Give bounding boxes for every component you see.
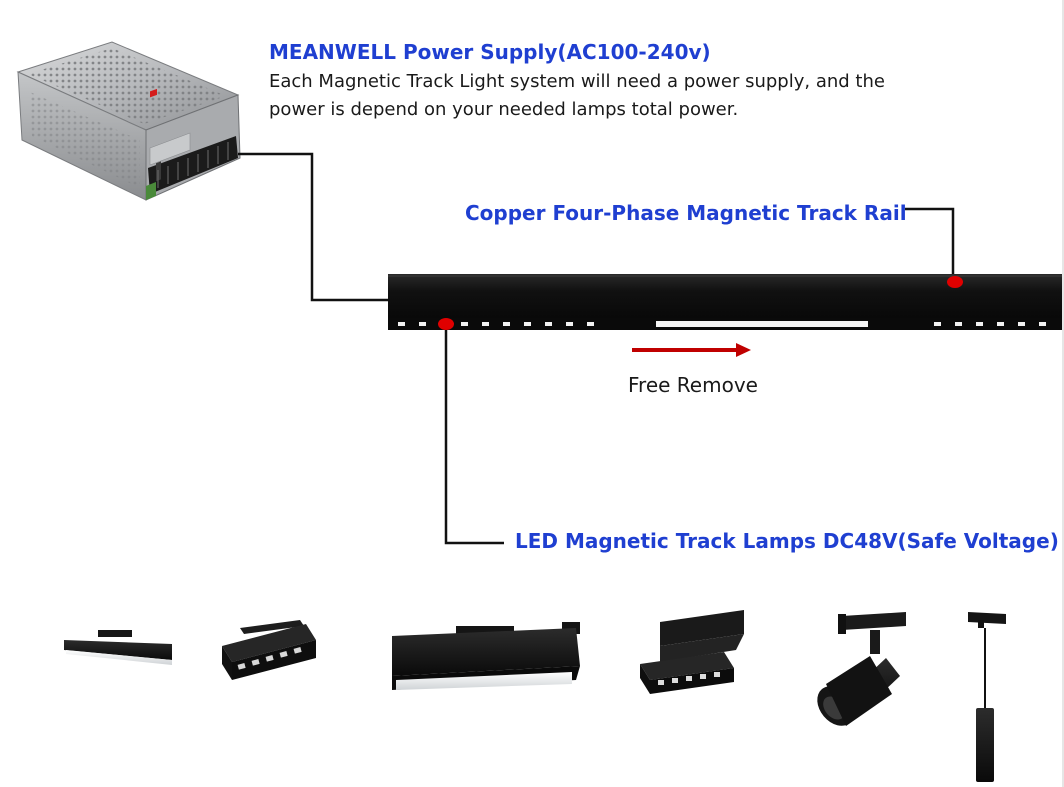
lamp-marker-dot: [438, 318, 454, 330]
free-remove-arrow-icon: [632, 343, 751, 357]
lamps-label-line: [444, 326, 504, 545]
linear-flood-lamp: [64, 630, 172, 665]
grille-lamp: [222, 620, 316, 680]
rail-label-line: [905, 207, 955, 280]
rail-led-dots-right: [934, 322, 1046, 326]
free-remove-label: Free Remove: [628, 373, 758, 397]
folding-grille-lamp: [640, 610, 744, 694]
power-supply-description-line1: Each Magnetic Track Light system will ne…: [269, 71, 885, 92]
power-supply-description-line2: power is depend on your needed lamps tot…: [269, 99, 739, 120]
large-flood-lamp: [392, 622, 580, 690]
lamps-label: LED Magnetic Track Lamps DC48V(Safe Volt…: [515, 529, 1059, 553]
pendant-lamp: [968, 612, 1006, 782]
power-supply-image: [16, 41, 241, 201]
rail-marker-dot: [947, 276, 963, 288]
right-border: [1062, 0, 1064, 787]
track-rail-label: Copper Four-Phase Magnetic Track Rail: [465, 201, 907, 225]
spot-lamp: [817, 612, 906, 726]
rail-linear-lamp: [656, 321, 868, 327]
power-supply-title: MEANWELL Power Supply(AC100-240v): [269, 40, 711, 64]
psu-to-rail-line: [238, 152, 388, 302]
